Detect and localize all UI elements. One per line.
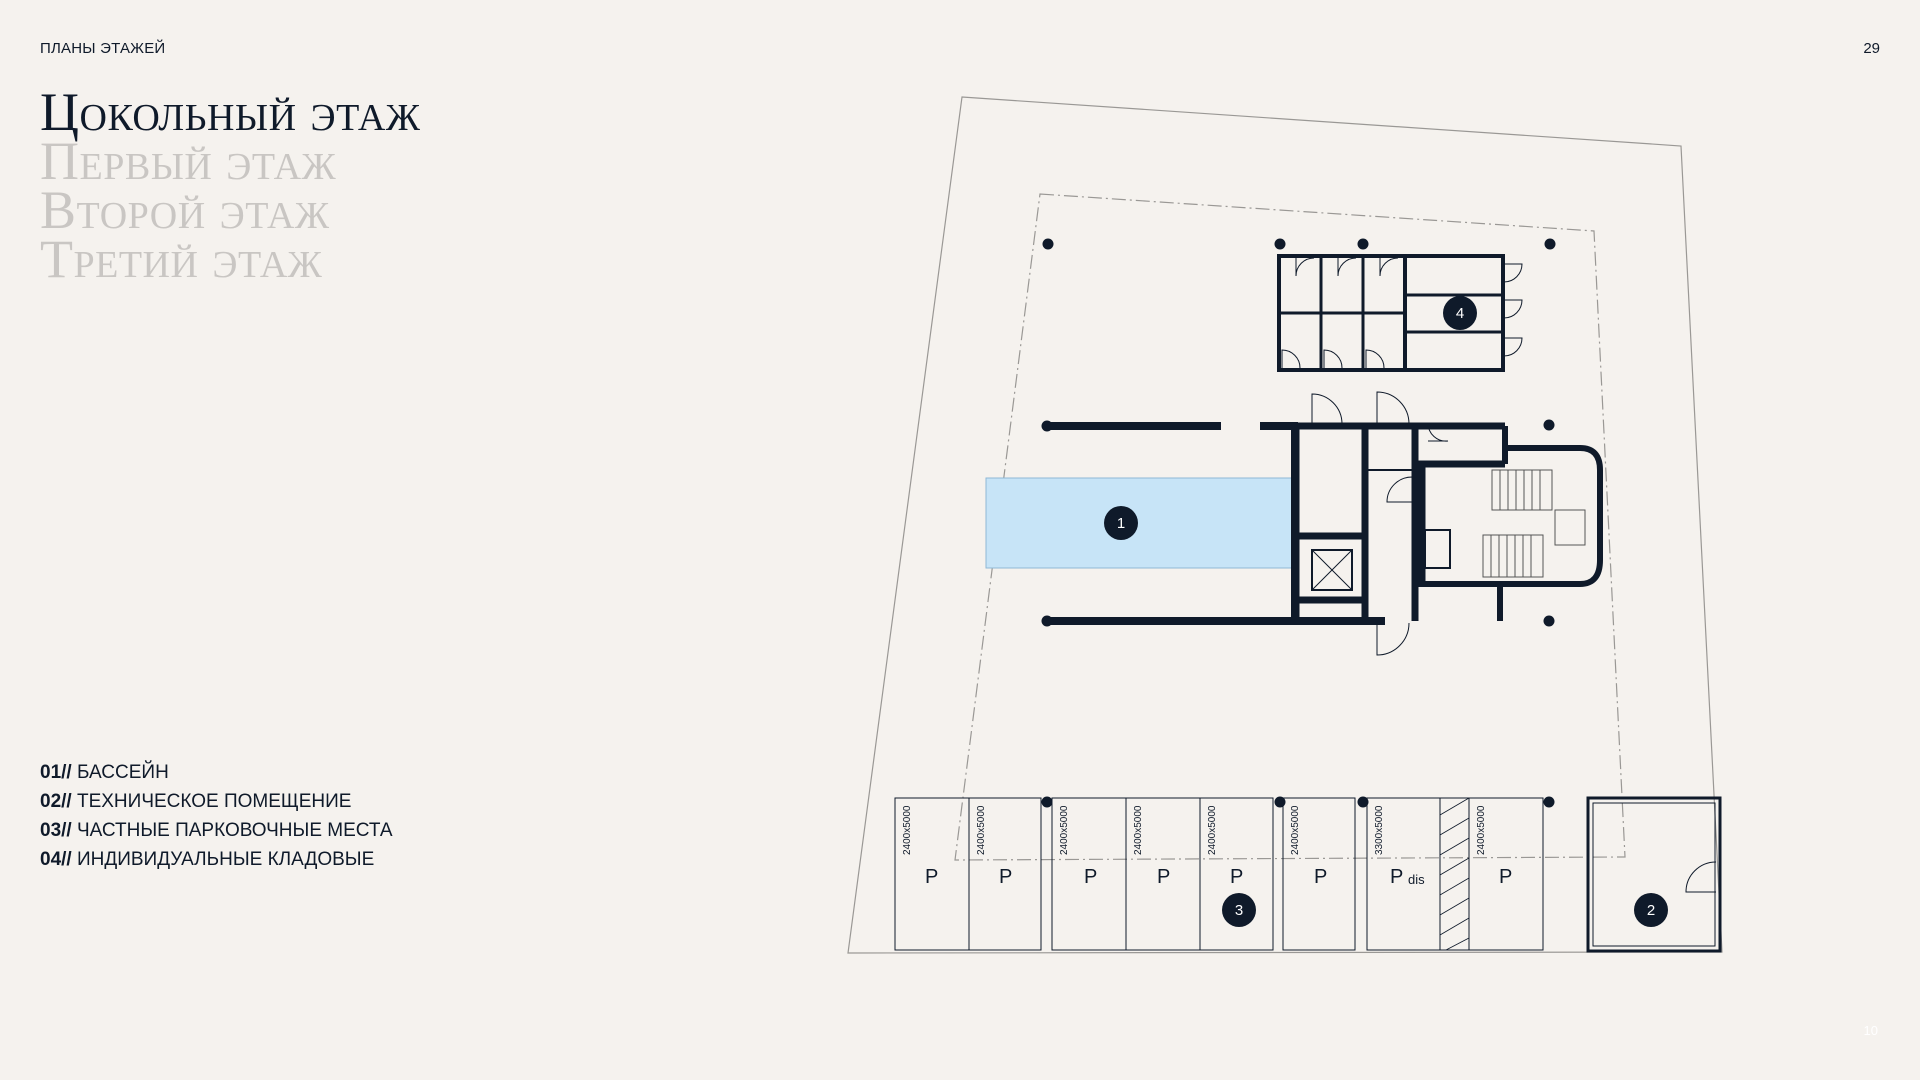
parking-slot-2: 2400x5000 P [976, 805, 1012, 888]
slot-dims: 2400x5000 [1059, 805, 1070, 855]
slot-label: P [925, 866, 938, 888]
slot-sublabel: dis [1408, 872, 1425, 887]
legend-num: 04// [40, 849, 72, 870]
badge-storage[interactable]: 4 [1443, 296, 1477, 330]
floor-menu: Цокольный этаж Первый этаж Второй этаж Т… [40, 82, 421, 289]
floor-tab-third[interactable]: Третий этаж [40, 229, 323, 289]
technical-room [1586, 796, 1722, 953]
corner-mark: 10 [1863, 1023, 1878, 1038]
legend-item-technical: 02// ТЕХНИЧЕСКОЕ ПОМЕЩЕНИЕ [40, 787, 393, 816]
core-walls [1292, 422, 1603, 621]
slot-dims: 2400x5000 [1290, 805, 1301, 855]
storage-block [1277, 254, 1523, 372]
parking-slot-3: 2400x5000 P [1059, 805, 1097, 888]
parking-slot-8: 2400x5000 P [1476, 805, 1512, 888]
hatched-separator [1439, 797, 1470, 951]
legend-num: 02// [40, 791, 72, 812]
site-boundary [847, 96, 1723, 954]
slot-label: P [1230, 866, 1243, 888]
section-title: ПЛАНЫ ЭТАЖЕЙ [40, 40, 166, 57]
slot-label: P [1390, 866, 1403, 888]
legend-text: БАССЕЙН [76, 762, 169, 783]
slot-dims: 2400x5000 [1207, 805, 1218, 855]
parking-slot-5: 2400x5000 P [1207, 805, 1243, 888]
floor-tab-basement[interactable]: Цокольный этаж [40, 82, 421, 142]
legend-item-parking: 03// ЧАСТНЫЕ ПАРКОВОЧНЫЕ МЕСТА [40, 816, 393, 845]
parking-slot-1: 2400x5000 P [902, 805, 938, 888]
legend-num: 01// [40, 762, 72, 783]
parking-slot-7: 3300x5000 P dis [1374, 805, 1425, 888]
badge-label: 3 [1235, 902, 1243, 919]
slot-label: P [1499, 866, 1512, 888]
pool [985, 477, 1293, 569]
floor-tab-second[interactable]: Второй этаж [40, 180, 330, 240]
core-doors [1311, 391, 1449, 656]
slot-label: P [999, 866, 1012, 888]
slot-dims: 2400x5000 [976, 805, 987, 855]
legend-text: ТЕХНИЧЕСКОЕ ПОМЕЩЕНИЕ [76, 791, 352, 812]
badge-technical[interactable]: 2 [1634, 893, 1668, 927]
slot-dims: 3300x5000 [1374, 805, 1385, 855]
legend: 01// БАССЕЙН 02// ТЕХНИЧЕСКОЕ ПОМЕЩЕНИЕ … [40, 758, 393, 874]
slot-dims: 2400x5000 [902, 805, 913, 855]
legend-num: 03// [40, 820, 72, 841]
pool-walls [1047, 422, 1385, 625]
floor-tab-first[interactable]: Первый этаж [40, 131, 337, 191]
slot-label: P [1314, 866, 1327, 888]
parking-slot-4: 2400x5000 P [1133, 805, 1170, 888]
badge-label: 1 [1117, 515, 1125, 532]
badge-pool[interactable]: 1 [1104, 506, 1138, 540]
badge-label: 2 [1647, 902, 1655, 919]
page-number: 29 [1863, 40, 1880, 57]
badge-parking[interactable]: 3 [1222, 893, 1256, 927]
slot-label: P [1157, 866, 1170, 888]
legend-text: ИНДИВИДУАЛЬНЫЕ КЛАДОВЫЕ [76, 849, 375, 870]
building-line [954, 193, 1626, 861]
badge-label: 4 [1456, 305, 1464, 322]
legend-item-pool: 01// БАССЕЙН [40, 758, 393, 787]
slot-label: P [1084, 866, 1097, 888]
parking-slot-6: 2400x5000 P [1290, 805, 1327, 888]
legend-text: ЧАСТНЫЕ ПАРКОВОЧНЫЕ МЕСТА [76, 820, 393, 841]
slot-dims: 2400x5000 [1133, 805, 1144, 855]
slot-dims: 2400x5000 [1476, 805, 1487, 855]
parking-area [894, 797, 1544, 951]
legend-item-storage: 04// ИНДИВИДУАЛЬНЫЕ КЛАДОВЫЕ [40, 845, 393, 874]
stairs [1482, 469, 1586, 578]
